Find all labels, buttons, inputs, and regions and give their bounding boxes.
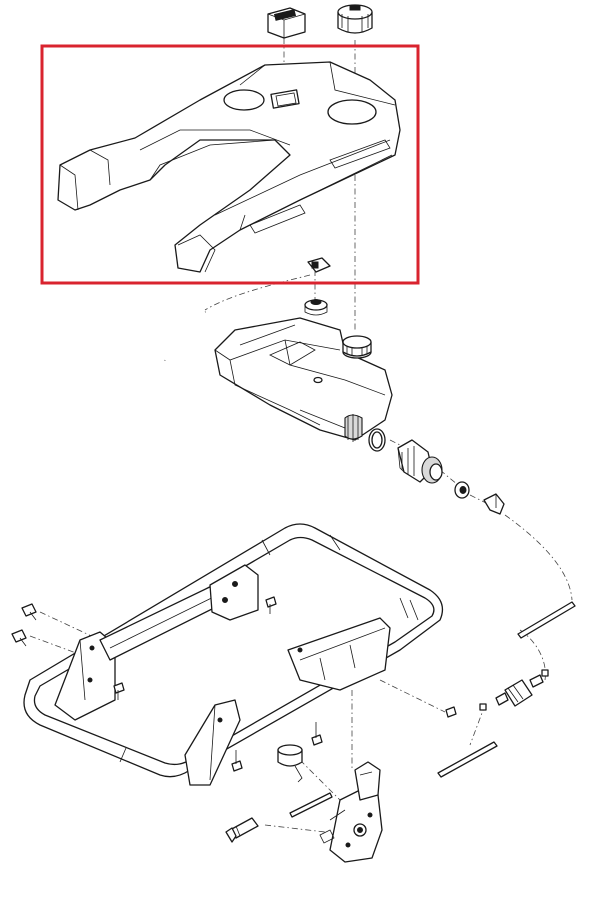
throttle-lever-assembly — [319, 761, 383, 863]
bolt-6 — [231, 750, 243, 772]
hose-fitting — [483, 493, 505, 515]
mounting-rail — [99, 564, 259, 661]
clip-part — [307, 257, 331, 273]
bolt-1 — [21, 603, 37, 621]
hose-clamps — [479, 669, 549, 711]
grommet — [304, 299, 328, 316]
valve-washer — [454, 481, 470, 499]
fuel-cap — [337, 4, 373, 34]
fuel-filter — [495, 674, 544, 707]
mounting-rail-right — [287, 617, 391, 691]
fuel-line-lower — [437, 741, 498, 778]
bolts — [11, 596, 457, 772]
frame-bracket-bottom — [184, 699, 241, 786]
control-rod — [289, 792, 333, 818]
cable-clamp — [277, 744, 303, 783]
bolt-7 — [445, 706, 457, 718]
highlight-box — [40, 44, 420, 285]
frame-tube — [23, 523, 444, 778]
fuel-hose — [163, 310, 206, 361]
o-ring — [368, 428, 386, 452]
bolt-4 — [113, 682, 125, 700]
switch-part — [267, 7, 306, 39]
fuel-valve — [397, 439, 443, 484]
bolt-3 — [265, 596, 277, 614]
fuel-tank — [214, 317, 393, 442]
bolt-2 — [11, 629, 27, 647]
bolt-5 — [311, 722, 323, 746]
top-cover[interactable] — [57, 61, 401, 273]
fuel-line-upper — [517, 601, 576, 639]
cable-end — [225, 817, 259, 843]
